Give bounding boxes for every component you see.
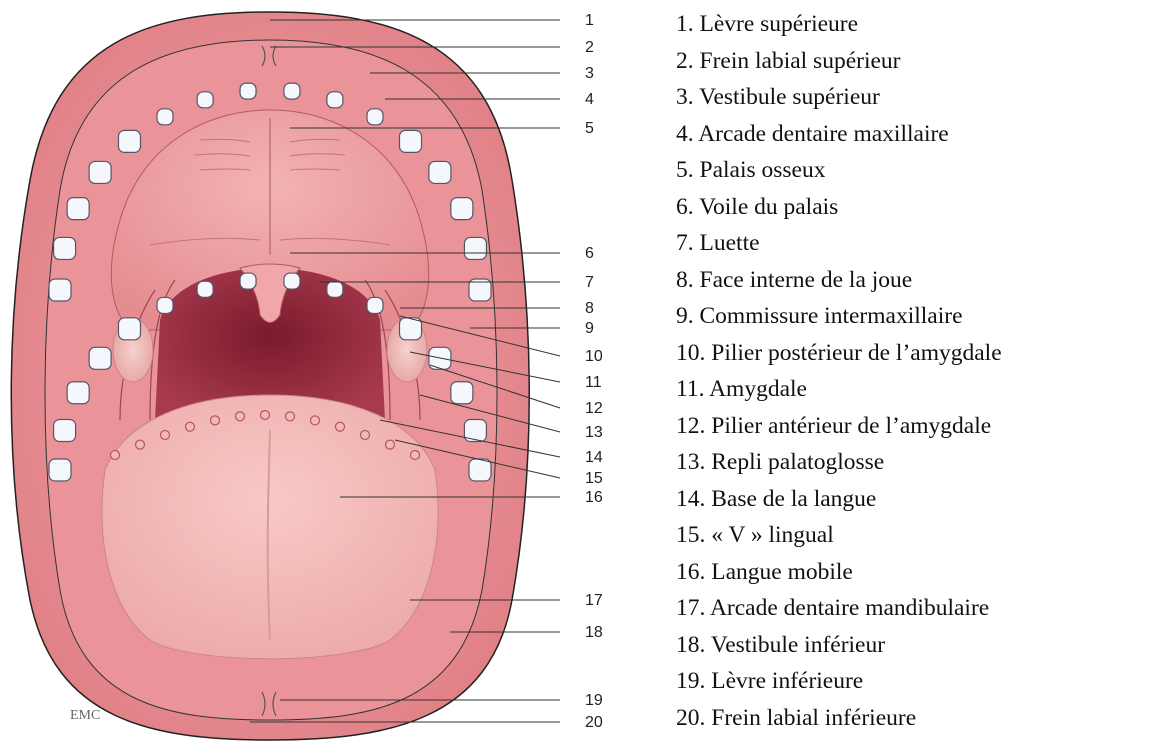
papilla (261, 411, 270, 420)
legend-item: 5. Palais osseux (676, 152, 1153, 189)
papilla (411, 451, 420, 460)
callout-number: 10 (585, 348, 603, 365)
legend-item: 13. Repli palatoglosse (676, 444, 1153, 481)
tooth (367, 109, 383, 125)
legend-item: 10. Pilier postérieur de l’amygdale (676, 335, 1153, 372)
papilla (386, 440, 395, 449)
callout-number: 13 (585, 424, 603, 441)
callout-number: 6 (585, 245, 594, 262)
tooth (451, 198, 473, 220)
callout-number: 15 (585, 470, 603, 487)
tooth (89, 161, 111, 183)
legend-item: 4. Arcade dentaire maxillaire (676, 116, 1153, 153)
emc-logo: EMC (70, 708, 100, 723)
tooth (327, 92, 343, 108)
tooth (367, 297, 383, 313)
tooth (284, 83, 300, 99)
tooth (157, 297, 173, 313)
legend-item: 18. Vestibule inférieur (676, 627, 1153, 664)
tooth (469, 459, 491, 481)
tooth (240, 83, 256, 99)
papilla (186, 422, 195, 431)
papilla (336, 422, 345, 431)
papilla (161, 431, 170, 440)
callout-number: 14 (585, 449, 603, 466)
tooth (400, 130, 422, 152)
legend-item: 2. Frein labial supérieur (676, 43, 1153, 80)
callout-number: 5 (585, 120, 594, 137)
callout-number: 12 (585, 400, 603, 417)
tooth (327, 281, 343, 297)
tooth (67, 382, 89, 404)
callout-number: 2 (585, 39, 594, 56)
callout-number: 17 (585, 592, 603, 609)
tooth (451, 382, 473, 404)
callout-number: 16 (585, 489, 603, 506)
legend-item: 11. Amygdale (676, 371, 1153, 408)
papilla (211, 416, 220, 425)
legend-item: 17. Arcade dentaire mandibulaire (676, 590, 1153, 627)
callout-number: 9 (585, 320, 594, 337)
tooth (400, 318, 422, 340)
papilla (236, 412, 245, 421)
tooth (89, 347, 111, 369)
legend-item: 6. Voile du palais (676, 189, 1153, 226)
papilla (136, 440, 145, 449)
papilla (361, 431, 370, 440)
tooth (240, 273, 256, 289)
legend-item: 3. Vestibule supérieur (676, 79, 1153, 116)
tooth (49, 279, 71, 301)
tooth (464, 237, 486, 259)
papilla (111, 451, 120, 460)
tooth (118, 318, 140, 340)
tooth (197, 92, 213, 108)
legend-item: 12. Pilier antérieur de l’amygdale (676, 408, 1153, 445)
tooth (67, 198, 89, 220)
legend-item: 20. Frein labial inférieure (676, 700, 1153, 737)
legend-item: 9. Commissure intermaxillaire (676, 298, 1153, 335)
tooth (49, 459, 71, 481)
legend-item: 8. Face interne de la joue (676, 262, 1153, 299)
legend-item: 15. « V » lingual (676, 517, 1153, 554)
callout-number: 18 (585, 624, 603, 641)
papilla (286, 412, 295, 421)
callout-number: 1 (585, 12, 594, 29)
callout-number: 20 (585, 714, 603, 731)
callout-number: 11 (585, 374, 602, 391)
tooth (54, 237, 76, 259)
callout-number: 7 (585, 274, 594, 291)
callout-number: 8 (585, 300, 594, 317)
tooth (284, 273, 300, 289)
legend-item: 19. Lèvre inférieure (676, 663, 1153, 700)
legend-item: 16. Langue mobile (676, 554, 1153, 591)
legend-item: 7. Luette (676, 225, 1153, 262)
callout-number: 3 (585, 65, 594, 82)
tooth (197, 281, 213, 297)
callout-number: 19 (585, 692, 603, 709)
tooth (54, 419, 76, 441)
callout-number: 4 (585, 91, 594, 108)
papilla (311, 416, 320, 425)
tooth (118, 130, 140, 152)
tooth (157, 109, 173, 125)
legend-item: 14. Base de la langue (676, 481, 1153, 518)
tooth (429, 161, 451, 183)
legend-item: 1. Lèvre supérieure (676, 6, 1153, 43)
